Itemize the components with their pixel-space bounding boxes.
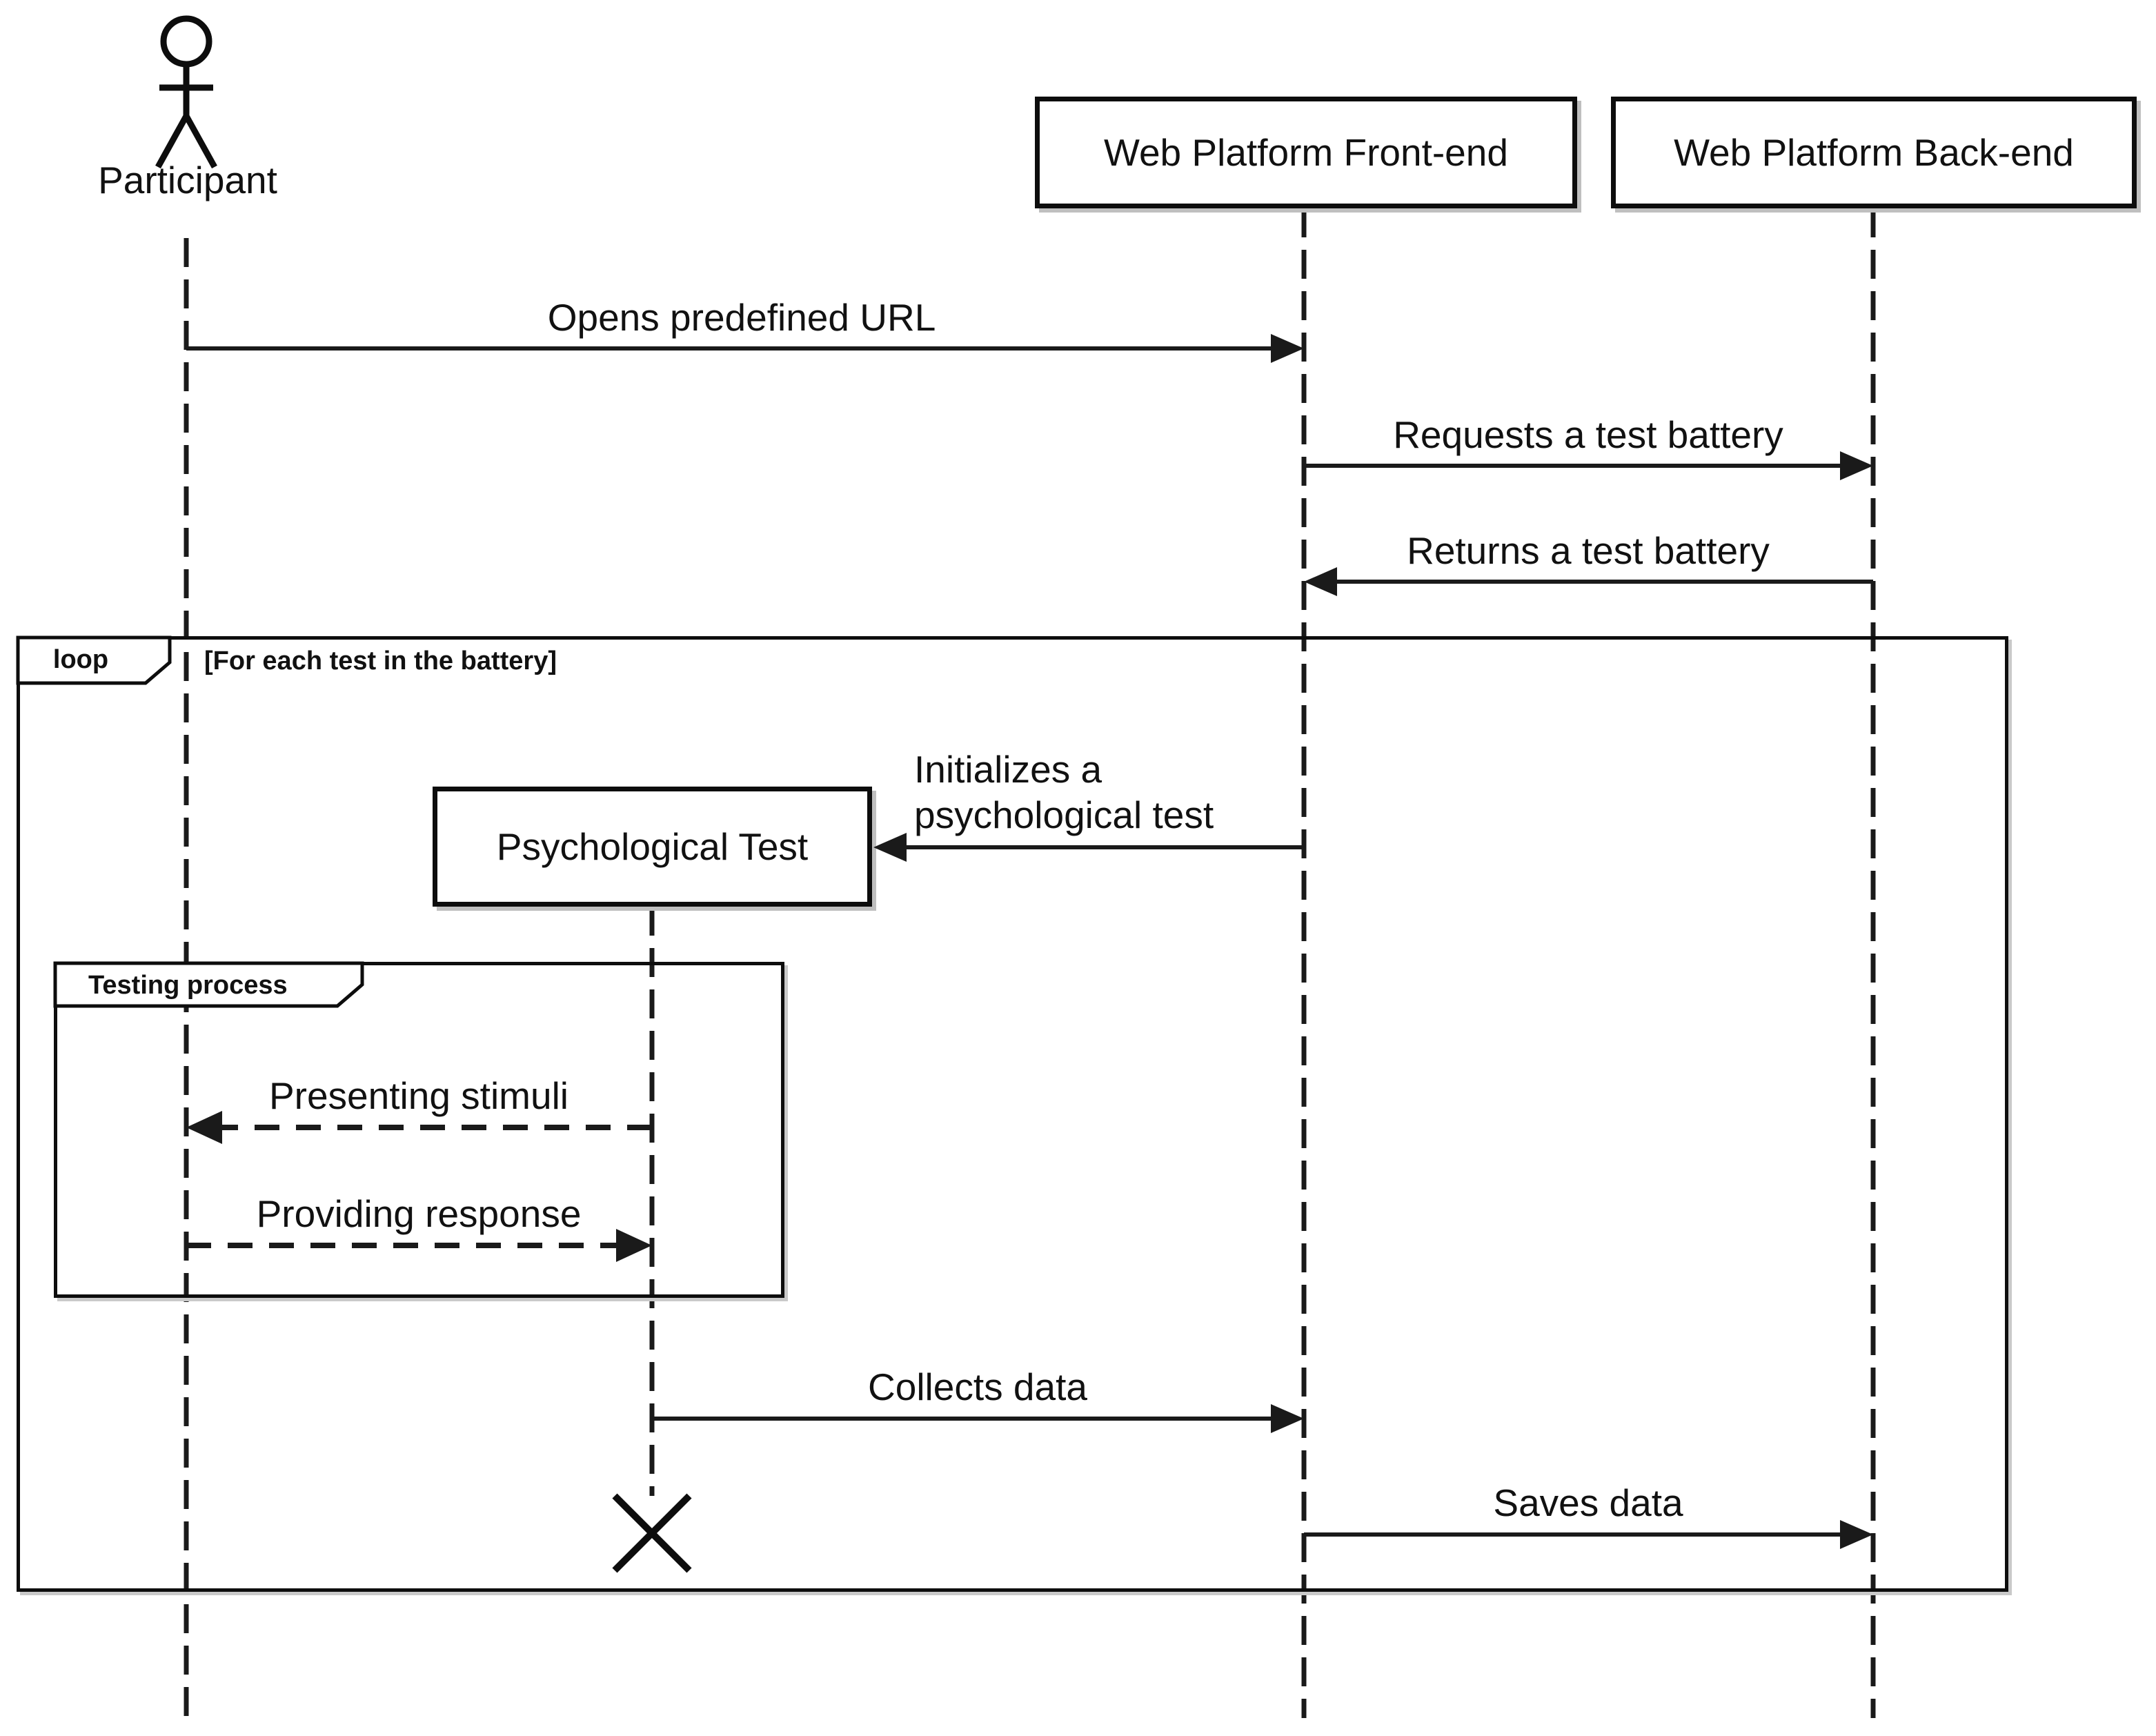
participant-label-backend: Web Platform Back-end (1674, 131, 2074, 174)
loop-frame (17, 636, 2008, 1592)
participant-box-frontend: Web Platform Front-end (1035, 97, 1577, 208)
message-label-return-battery: Returns a test battery (1407, 529, 1770, 572)
actor-label-participant: Participant (98, 159, 277, 201)
message-label-collects-data: Collects data (868, 1365, 1087, 1408)
loop-guard-label: [For each test in the battery] (204, 647, 557, 675)
group-operator-label: Testing process (88, 971, 288, 1000)
message-label-providing-response: Providing response (256, 1192, 582, 1235)
participant-box-backend: Web Platform Back-end (1611, 97, 2137, 208)
actor-icon (155, 15, 217, 169)
message-label-init-test: Initializes a psychological test (914, 748, 1214, 836)
participant-box-test: Psychological Test (433, 787, 872, 907)
message-label-request-battery: Requests a test battery (1393, 413, 1783, 456)
group-frame (54, 962, 784, 1298)
message-label-saves-data: Saves data (1493, 1481, 1683, 1524)
participant-label-frontend: Web Platform Front-end (1104, 131, 1508, 174)
message-label-presenting-stimuli: Presenting stimuli (268, 1074, 569, 1117)
message-label-opens-url: Opens predefined URL (547, 296, 936, 339)
participant-label-test: Psychological Test (496, 825, 809, 868)
loop-operator-label: loop (52, 645, 109, 674)
